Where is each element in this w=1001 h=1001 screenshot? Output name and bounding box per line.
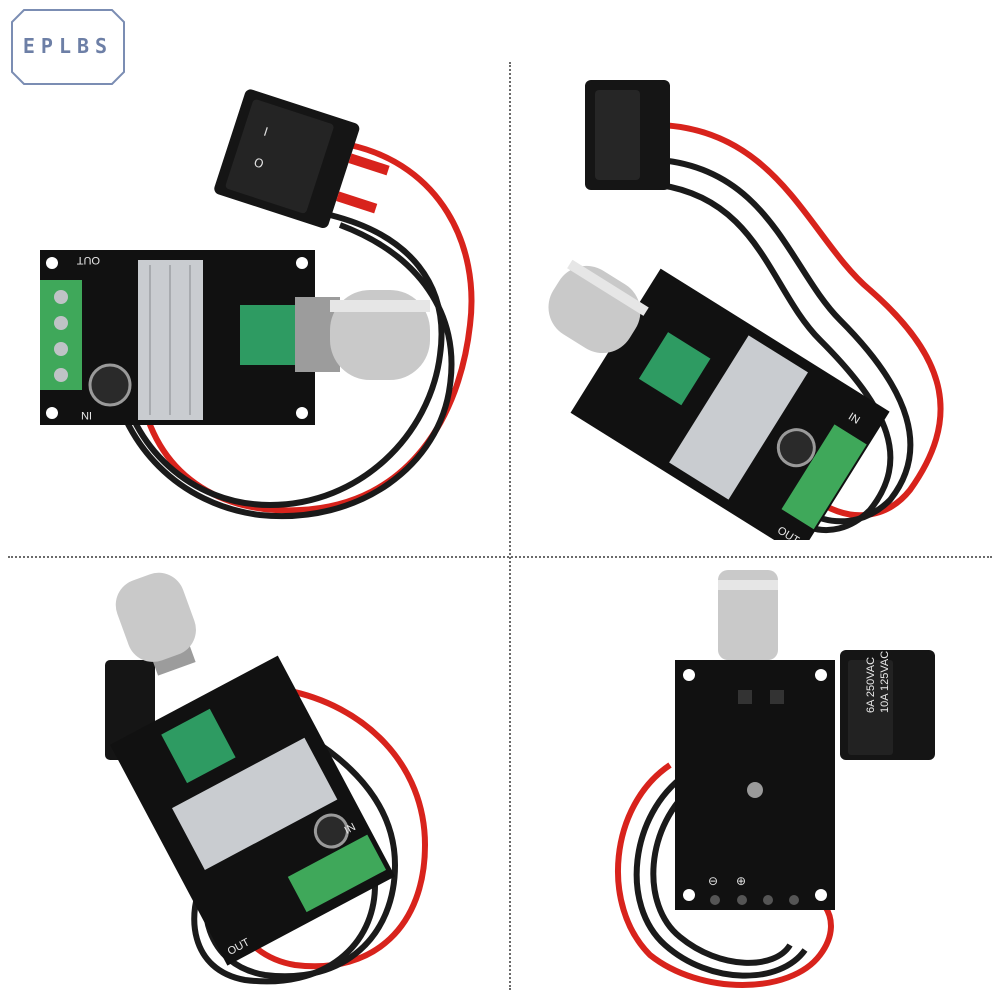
photo-bottom-left: OUT IN: [95, 565, 495, 995]
red-wire: [614, 762, 834, 988]
capacitor: [313, 813, 349, 849]
out-label: OUT: [77, 254, 101, 266]
knob: [115, 572, 196, 676]
in-label: IN: [846, 411, 862, 427]
rocker-switch: 6A 250VAC 10A 125VAC: [840, 650, 935, 760]
brand-logo: EPLBS: [10, 8, 126, 86]
terminal-block: [287, 834, 387, 913]
svg-text:O: O: [252, 155, 265, 171]
heatsink: [172, 737, 338, 870]
vertical-divider: [509, 62, 511, 990]
logo-frame-icon: [11, 9, 125, 85]
black-wire: [633, 772, 808, 979]
switch-rating-2: 10A 125VAC: [879, 651, 891, 713]
rocker-switch: [585, 80, 670, 190]
plus-mark: ⊕: [736, 874, 746, 888]
minus-mark: ⊖: [708, 874, 718, 888]
photo-top-left: I O OUT IN: [30, 85, 500, 545]
logo-text: EPLBS: [22, 34, 114, 58]
terminal-block: [781, 424, 867, 530]
switch-rating-1: 6A 250VAC: [865, 657, 877, 713]
rocker-switch: I O: [214, 89, 390, 228]
black-wire-2: [107, 222, 455, 520]
potentiometer: [161, 708, 236, 784]
horizontal-divider: [8, 556, 992, 558]
potentiometer: [240, 305, 295, 365]
photo-top-right: OUT IN: [520, 70, 980, 540]
in-label: IN: [81, 409, 92, 421]
photo-bottom-right: ⊖ ⊕ 6A 250VAC 10A 125VAC: [590, 565, 990, 995]
capacitor: [776, 428, 816, 468]
red-wire: [659, 122, 944, 519]
heatsink: [669, 335, 808, 500]
knob: [330, 290, 430, 380]
in-label: IN: [342, 821, 357, 837]
capacitor: [88, 363, 132, 407]
knob: [548, 259, 649, 354]
screw: [747, 782, 763, 798]
black-wire-2: [650, 782, 793, 966]
black-wire: [117, 212, 445, 509]
knob: [718, 570, 778, 660]
black-wire: [659, 157, 914, 525]
svg-text:I: I: [262, 125, 270, 139]
potentiometer: [638, 332, 711, 406]
